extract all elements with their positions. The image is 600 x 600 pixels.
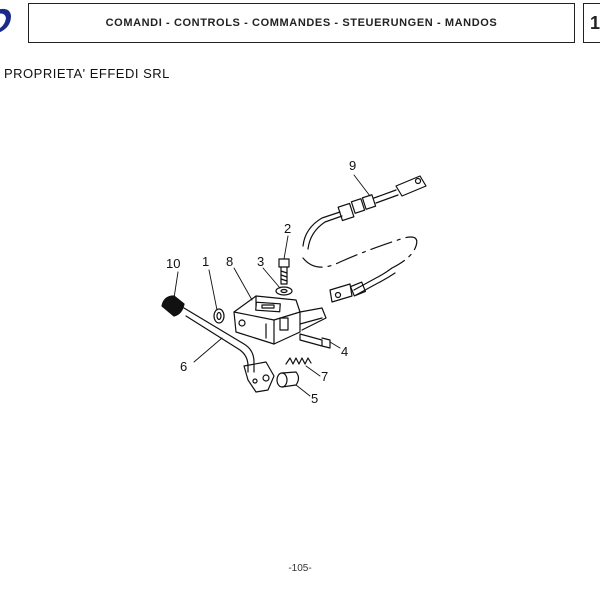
screw-2 — [278, 258, 290, 285]
page-tab-number: 1 — [590, 13, 600, 33]
header-title-box: COMANDI - CONTROLS - COMMANDES - STEUERU… — [28, 3, 575, 43]
washer-3 — [275, 286, 293, 296]
callout-5: 5 — [311, 391, 318, 406]
cable-assembly-9 — [302, 175, 427, 303]
lever-6 — [183, 307, 275, 393]
page-tab-box: 1 — [583, 3, 600, 43]
callout-4: 4 — [341, 344, 348, 359]
callout-7: 7 — [321, 369, 328, 384]
callout-10: 10 — [166, 256, 180, 271]
callout-2: 2 — [284, 221, 291, 236]
callout-8: 8 — [226, 254, 233, 269]
leader-lines — [173, 174, 371, 397]
page-number: -105- — [288, 563, 312, 574]
pin-4 — [299, 333, 331, 349]
callout-1: 1 — [202, 254, 209, 269]
knob-10 — [161, 295, 185, 317]
callout-3: 3 — [257, 254, 264, 269]
header-title: COMANDI - CONTROLS - COMMANDES - STEUERU… — [105, 17, 498, 29]
callout-9: 9 — [349, 158, 356, 173]
bushing-5 — [276, 371, 300, 388]
spring-7 — [285, 357, 312, 365]
brand-logo-icon — [0, 8, 11, 33]
callout-6: 6 — [180, 359, 187, 374]
owner-text: PROPRIETA' EFFEDI SRL — [4, 66, 170, 81]
clip-1 — [213, 308, 225, 324]
bracket-body-8 — [233, 295, 327, 345]
